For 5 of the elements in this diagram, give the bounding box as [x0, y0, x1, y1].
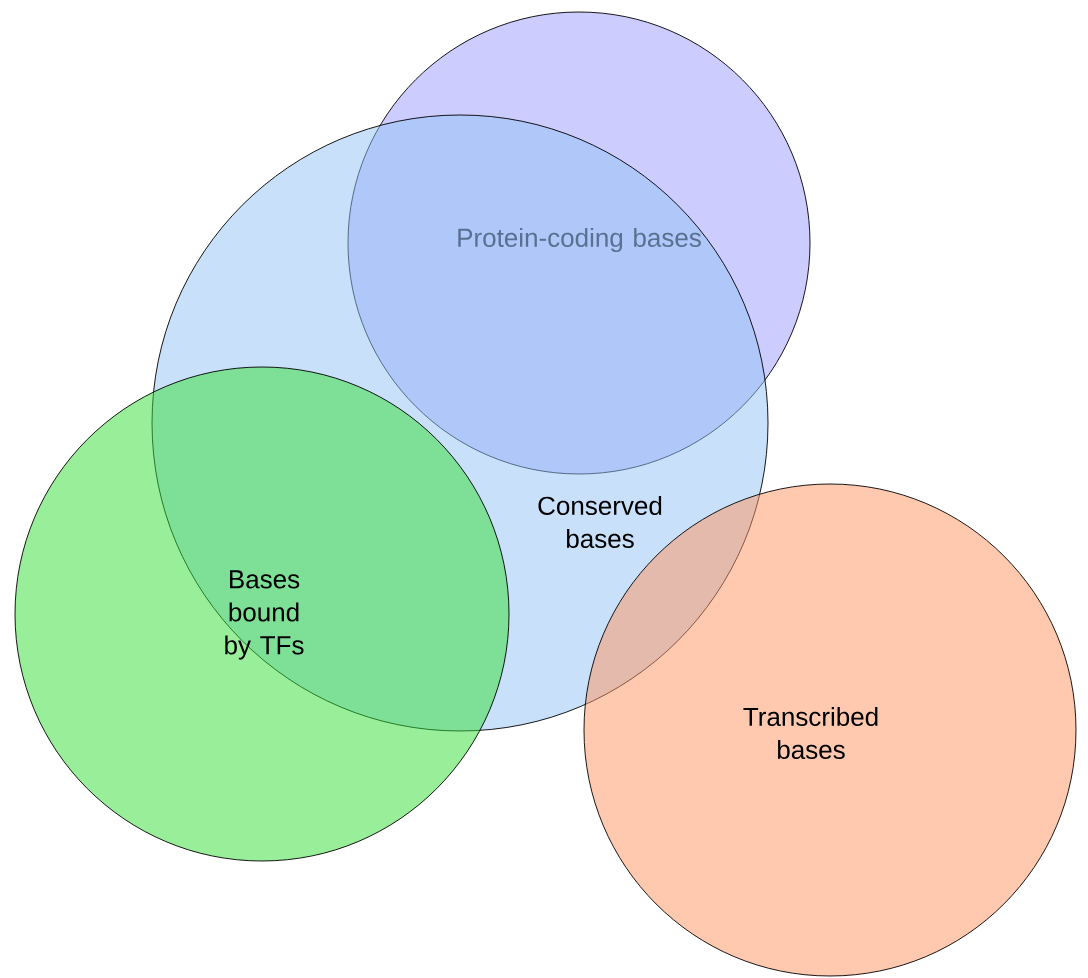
- circle-label: Bases bound by TFs: [225, 570, 304, 660]
- circle-label: Transcribed bases: [743, 706, 878, 760]
- circle-label: Conserved bases: [538, 495, 662, 549]
- circle-label: Protein-coding bases: [458, 227, 701, 253]
- venn-circle: [14, 366, 510, 862]
